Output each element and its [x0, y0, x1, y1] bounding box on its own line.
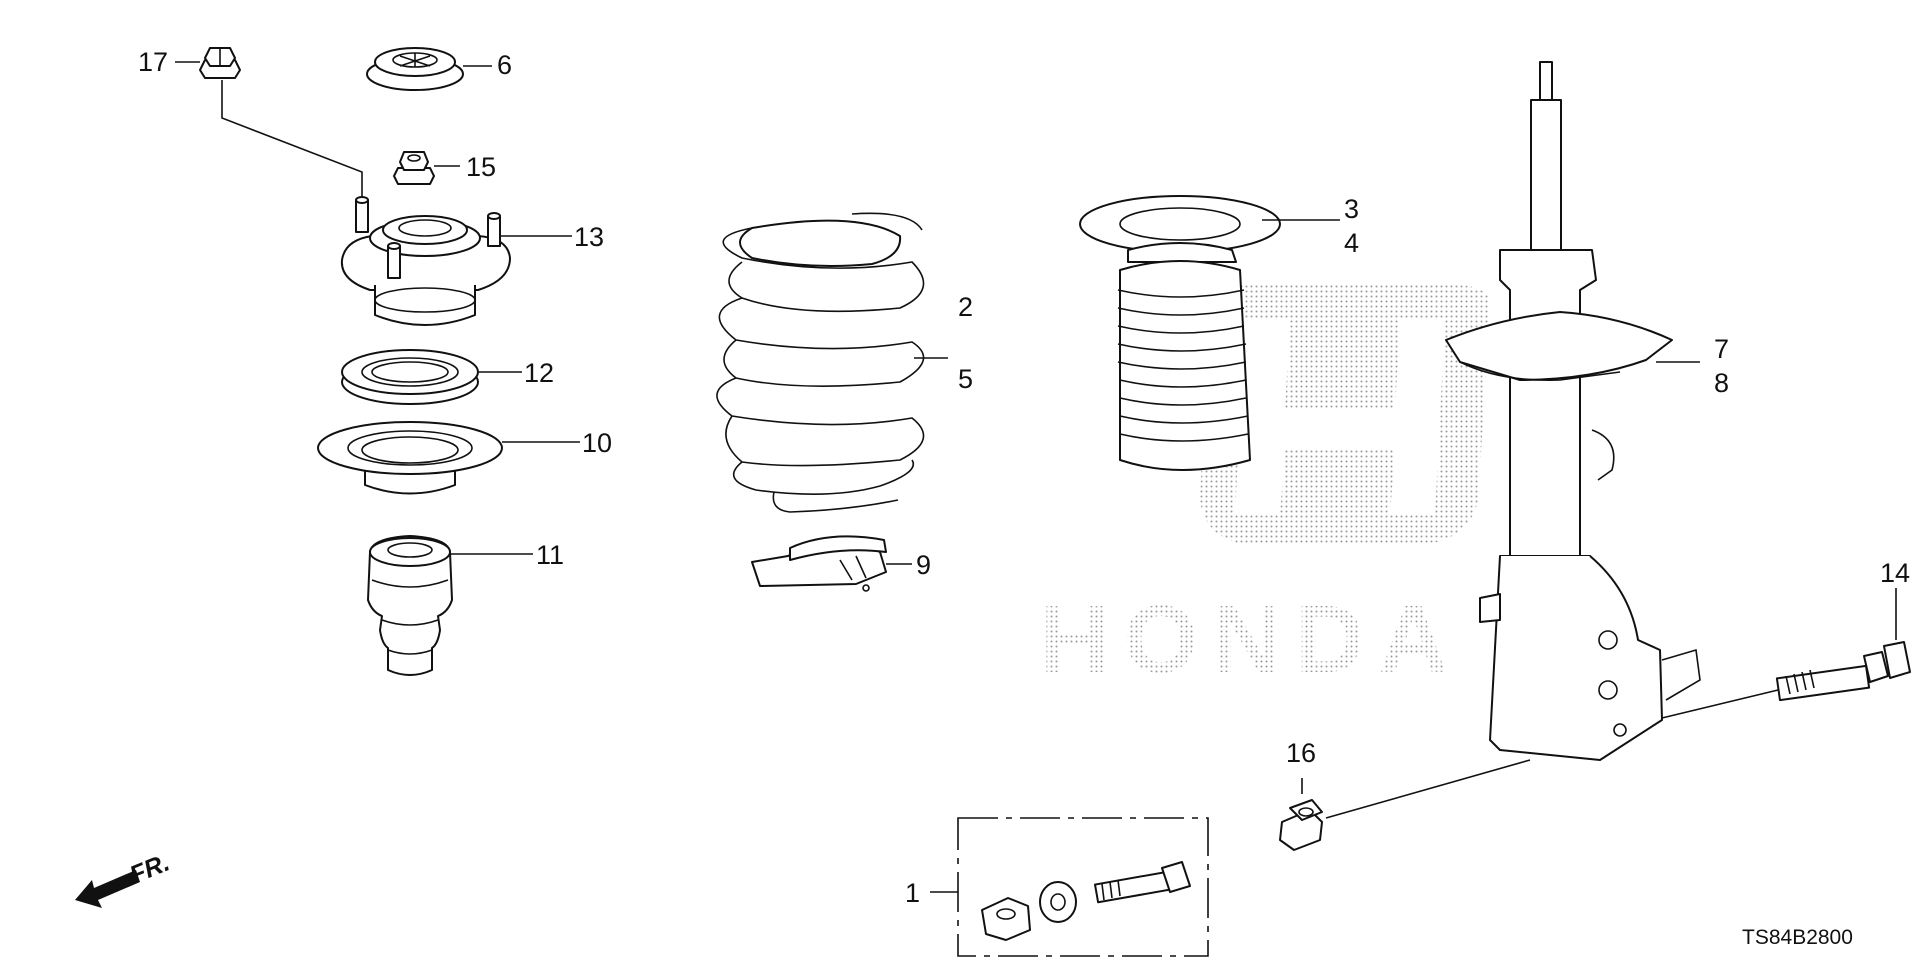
callout-13: 13	[574, 222, 604, 252]
drawing-code: TS84B2800	[1742, 926, 1853, 949]
part-7-8-shock-absorber[interactable]	[1445, 61, 1701, 761]
honda-h-logo-icon	[1200, 285, 1491, 545]
honda-watermark: HONDA	[1040, 285, 1491, 693]
callout-6: 6	[497, 50, 512, 80]
callout-16: 16	[1286, 738, 1316, 768]
callout-2: 2	[958, 292, 973, 322]
callout-14: 14	[1880, 558, 1910, 588]
part-9-spring-insulator[interactable]	[751, 535, 887, 592]
callout-9: 9	[916, 550, 931, 580]
callout-15: 15	[466, 152, 496, 182]
arrow-front-icon	[75, 870, 140, 908]
callout-1: 1	[905, 878, 920, 908]
front-direction-marker: FR.	[75, 849, 174, 908]
part-10-spring-seat[interactable]	[317, 421, 503, 495]
callout-10: 10	[582, 428, 612, 458]
callout-17: 17	[138, 47, 168, 77]
callout-11: 11	[536, 540, 564, 570]
part-3-4-dust-boot[interactable]	[1079, 195, 1281, 471]
leader-17-to-13	[221, 80, 363, 198]
leader-16-to-strut	[1325, 759, 1531, 819]
callout-3: 3	[1344, 194, 1359, 224]
part-1-hardware-kit[interactable]	[957, 817, 1209, 957]
callout-4: 4	[1344, 228, 1359, 258]
callout-5: 5	[958, 364, 973, 394]
part-6-dust-cap[interactable]	[366, 47, 464, 91]
front-direction-label: FR.	[126, 849, 174, 890]
callout-8: 8	[1714, 368, 1729, 398]
callout-7: 7	[1714, 334, 1729, 364]
part-2-5-coil-spring[interactable]	[716, 212, 925, 513]
part-15-self-locking-nut[interactable]	[393, 151, 435, 185]
leader-14-to-strut	[1661, 689, 1779, 719]
honda-wordmark: HONDA	[1040, 586, 1462, 693]
part-16-flange-nut[interactable]	[1279, 799, 1323, 851]
part-13-strut-mount[interactable]	[340, 196, 511, 326]
part-14-flange-bolt[interactable]	[1775, 641, 1911, 702]
part-17-flange-nut[interactable]	[199, 47, 241, 79]
callout-12: 12	[524, 358, 554, 388]
part-11-bump-stop[interactable]	[367, 535, 453, 676]
part-12-bearing[interactable]	[341, 349, 479, 405]
